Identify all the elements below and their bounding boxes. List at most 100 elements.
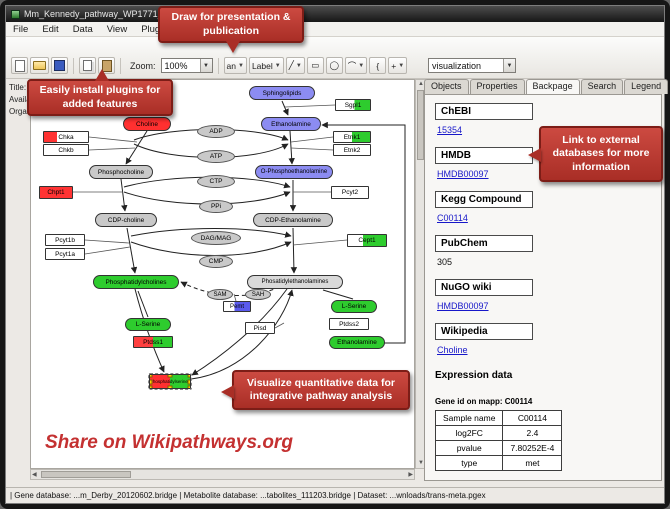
selection-handle[interactable]: [150, 375, 153, 378]
pathway-node-ctp[interactable]: CTP: [197, 175, 235, 188]
selection-handle[interactable]: [187, 379, 190, 384]
pathway-node-cdp-ethanolamine[interactable]: CDP-Ethanolamine: [253, 213, 333, 227]
callout-draw-pointer: [226, 41, 240, 53]
external-link[interactable]: C00114: [437, 213, 468, 223]
selection-handle[interactable]: [187, 375, 190, 378]
pathway-node-phosphatidylserines[interactable]: Phosphatidylserines: [148, 373, 192, 390]
pathway-node-ethanolamine[interactable]: Ethanolamine: [261, 117, 321, 131]
pathway-node-sam[interactable]: SAM: [207, 289, 233, 300]
toolbar-separator: [217, 57, 219, 74]
info-line: Availa: [9, 95, 30, 104]
zoom-label: Zoom:: [130, 60, 156, 71]
selection-handle[interactable]: [167, 385, 173, 388]
zoom-select[interactable]: 100%▼: [160, 58, 213, 73]
pathway-node-cmp[interactable]: CMP: [199, 255, 233, 268]
pathway-node-choline[interactable]: Choline: [123, 117, 171, 131]
copy-button[interactable]: [79, 57, 96, 74]
app-icon: [11, 9, 20, 19]
chevron-down-icon[interactable]: ▼: [199, 59, 212, 72]
external-link[interactable]: HMDB00097: [437, 169, 489, 179]
pathway-node-sphingolipids[interactable]: Sphingolipids: [249, 86, 315, 100]
pathway-node-sgpl1[interactable]: Sgpl1: [335, 99, 371, 111]
pathway-node-etnk1[interactable]: Etnk1: [333, 131, 371, 143]
menu-plugins[interactable]: Plugins: [141, 23, 173, 35]
brace-tool[interactable]: {: [369, 57, 387, 74]
pathway-info-strip: Title:AvailaOrganis: [9, 82, 30, 162]
toolbar-separator: [120, 57, 121, 74]
pathway-node-pisd[interactable]: Pisd: [245, 322, 275, 334]
selection-handle[interactable]: [150, 385, 153, 388]
tab-backpage[interactable]: Backpage: [525, 79, 580, 94]
pathway-node-phosphatidylcholines[interactable]: Phosphatidylcholines: [93, 275, 179, 289]
pathway-node-dag-mag[interactable]: DAG/MAG: [191, 231, 241, 245]
scroll-down-icon[interactable]: ▼: [418, 460, 424, 466]
pathway-node-sah[interactable]: SAH: [245, 289, 271, 300]
info-line: Organis: [9, 107, 30, 116]
pathway-node-chka[interactable]: Chka: [43, 131, 89, 143]
pathway-node-adp[interactable]: ADP: [197, 125, 235, 138]
chevron-down-icon[interactable]: ▼: [398, 62, 405, 69]
menu-data[interactable]: Data: [72, 23, 93, 35]
selection-handle[interactable]: [187, 385, 190, 388]
pathway-node-ethanolamine[interactable]: Ethanolamine: [329, 336, 385, 349]
pathway-node-ptdss2[interactable]: Ptdss2: [329, 318, 369, 330]
pathway-node-phosphocholine[interactable]: Phosphocholine: [89, 165, 153, 179]
save-button[interactable]: [51, 57, 68, 74]
tab-search[interactable]: Search: [580, 79, 624, 94]
vertical-scroll-thumb[interactable]: [417, 90, 424, 160]
new-file-button[interactable]: [11, 57, 28, 74]
pathway-node-cept1[interactable]: Cept1: [347, 234, 387, 247]
pathway-node-cdp-choline[interactable]: CDP-choline: [95, 213, 157, 227]
share-banner-text: Share on Wikipathways.org: [45, 432, 293, 453]
pathway-node-etnk2[interactable]: Etnk2: [333, 144, 371, 156]
horizontal-scrollbar[interactable]: ◀ ▶: [30, 469, 415, 480]
tab-properties[interactable]: Properties: [469, 79, 525, 94]
external-link[interactable]: 15354: [437, 125, 463, 135]
open-file-button[interactable]: [30, 57, 49, 74]
backpage-value-row: 15354: [435, 120, 651, 138]
chevron-down-icon[interactable]: ▼: [503, 59, 515, 72]
selection-handle[interactable]: [167, 375, 173, 378]
line-tool[interactable]: ╱▼: [285, 57, 305, 74]
chevron-down-icon[interactable]: ▼: [274, 62, 281, 69]
pathway-node-phosatidylethanolamines[interactable]: Phosatidylethanolamines: [247, 275, 343, 289]
title-bar[interactable]: Mm_Kennedy_pathway_WP1771_45176.gpml: [6, 6, 664, 22]
pathway-node-ppi[interactable]: PPi: [199, 200, 233, 213]
pathway-node-ptdss1[interactable]: Ptdss1: [133, 336, 173, 348]
menu-file[interactable]: File: [13, 23, 29, 35]
scroll-up-icon[interactable]: ▲: [418, 81, 424, 87]
scroll-right-icon[interactable]: ▶: [408, 472, 413, 478]
ellipse-tool[interactable]: ◯: [325, 57, 343, 74]
pathway-node-pcyt1a[interactable]: Pcyt1a: [45, 248, 85, 260]
chevron-down-icon[interactable]: ▼: [295, 62, 302, 69]
pathway-node-pcyt2[interactable]: Pcyt2: [331, 186, 369, 199]
menu-view[interactable]: View: [106, 23, 128, 35]
template-tool[interactable]: +▼: [388, 57, 408, 74]
scroll-left-icon[interactable]: ◀: [32, 472, 37, 478]
pathway-node-pcyt1b[interactable]: Pcyt1b: [45, 234, 85, 246]
pathway-node-o-phosphoethanolamine[interactable]: O-Phosphoethanolamine: [255, 165, 333, 179]
pathway-node-l-serine[interactable]: L-Serine: [125, 318, 171, 331]
pathway-node-chkb[interactable]: Chkb: [43, 144, 89, 156]
pathway-node-chpt1[interactable]: Chpt1: [39, 186, 73, 199]
tab-objects[interactable]: Objects: [424, 79, 469, 94]
external-link[interactable]: HMDB00097: [437, 301, 489, 311]
menu-edit[interactable]: Edit: [42, 23, 59, 35]
pathway-node-pemt[interactable]: Pemt: [223, 301, 251, 312]
external-link[interactable]: Choline: [437, 345, 468, 355]
selection-handle[interactable]: [150, 379, 153, 384]
chevron-down-icon[interactable]: ▼: [358, 62, 365, 69]
pathway-node-l-serine[interactable]: L-Serine: [331, 300, 377, 313]
label-tool[interactable]: Label▼: [248, 57, 284, 74]
horizontal-scroll-thumb[interactable]: [41, 471, 131, 478]
chevron-down-icon[interactable]: ▼: [237, 62, 244, 69]
pathway-node-atp[interactable]: ATP: [197, 150, 235, 163]
arc-tool[interactable]: ⌒▼: [344, 57, 368, 74]
tab-legend[interactable]: Legend: [624, 79, 669, 94]
visualization-select[interactable]: visualization ▼: [428, 58, 516, 73]
datanode-tool[interactable]: an▼: [223, 57, 247, 74]
rect-tool[interactable]: ▭: [306, 57, 324, 74]
